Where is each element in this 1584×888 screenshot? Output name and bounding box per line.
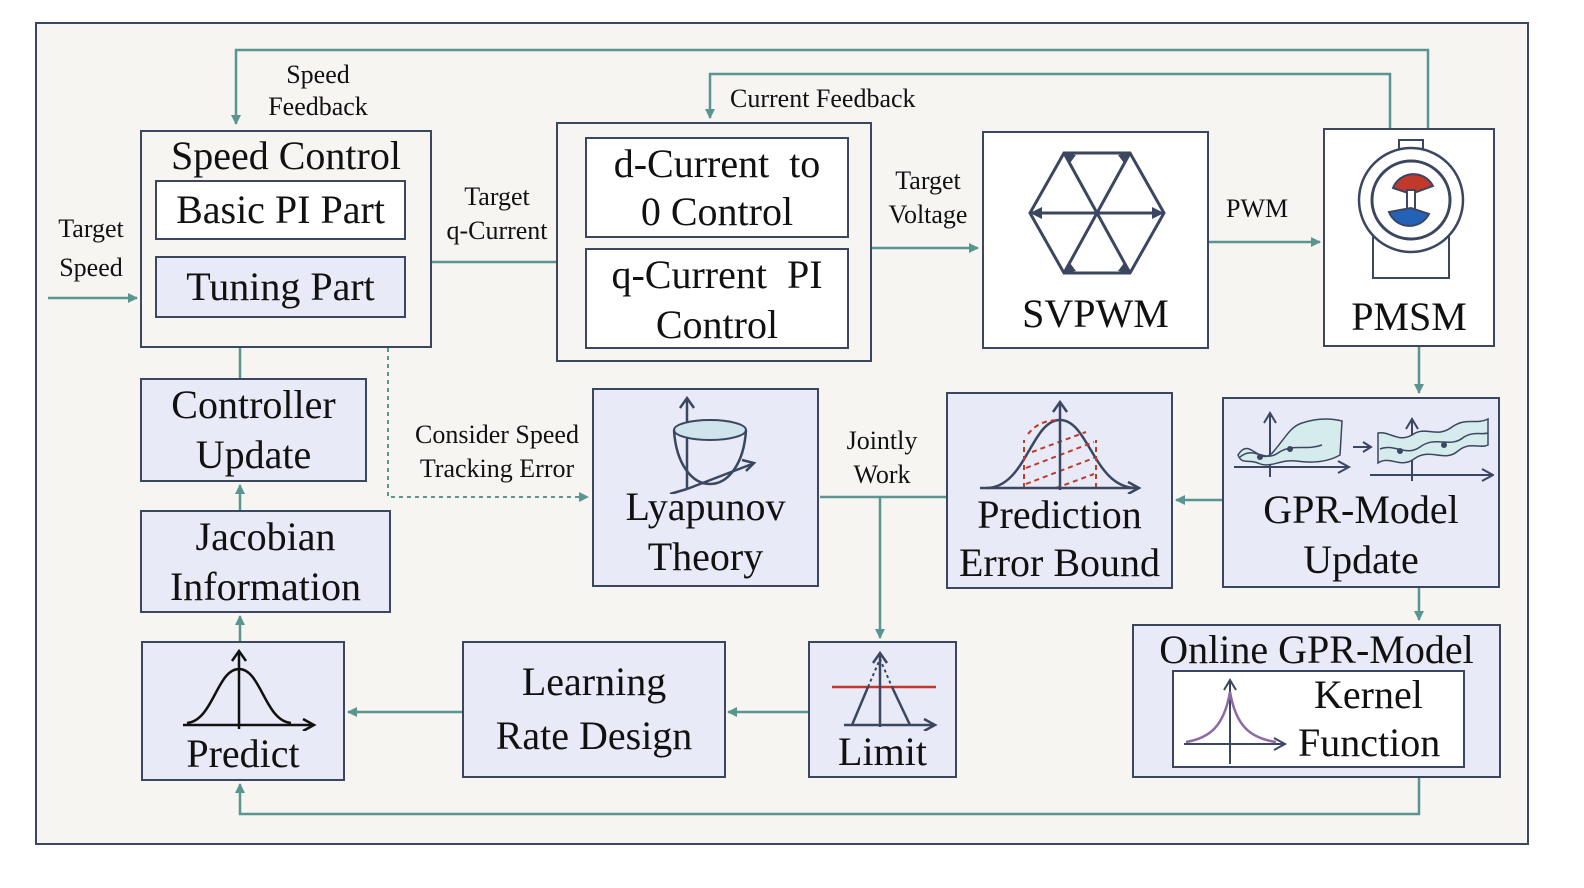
target-speed-label-1: Target [58, 214, 124, 243]
jointly-label-2: Work [853, 460, 911, 489]
pwm-label: PWM [1226, 194, 1289, 223]
pmsm-block: PMSM [1323, 128, 1495, 347]
predict-bell-icon [183, 648, 317, 731]
speed-feedback-label-2: Feedback [268, 92, 368, 121]
predict-block: Predict [141, 641, 345, 781]
gpr-update-block: GPR-Model Update [1222, 397, 1500, 588]
kernel-peak-icon [1184, 678, 1288, 764]
consider-speed-arrow [387, 348, 589, 502]
online-to-predict-arrow [235, 778, 1421, 816]
jacobian-block: Jacobian Information [140, 510, 391, 613]
consider-speed-label-2: Tracking Error [419, 454, 575, 483]
lyapunov-line2: Theory [647, 534, 764, 579]
basic-pi-block: Basic PI Part [155, 180, 406, 240]
prediction-line1: Prediction [977, 492, 1142, 537]
gpr-update-line2: Update [1303, 537, 1419, 582]
kernel-line2: Function [1298, 720, 1441, 765]
lyapunov-block: Lyapunov Theory [592, 388, 819, 587]
bell-curve-icon [980, 399, 1142, 494]
q-current-line2: Control [655, 302, 779, 347]
lyapunov-line1: Lyapunov [625, 484, 786, 529]
jointly-label-1: Jointly [846, 426, 918, 455]
tuning-block: Tuning Part [155, 256, 406, 318]
online-gpr-title: Online GPR-Model [1159, 627, 1474, 672]
q-current-line1: q-Current PI [611, 252, 823, 297]
target-speed-label-2: Speed [59, 253, 123, 282]
learning-line2: Rate Design [495, 713, 693, 758]
controller-update-line1: Controller [171, 382, 336, 427]
prediction-line2: Error Bound [958, 540, 1161, 585]
svpwm-block: SVPWM [982, 131, 1209, 349]
prediction-error-block: Prediction Error Bound [946, 392, 1173, 589]
target-q-label-2: q-Current [446, 216, 548, 245]
gpr-curves-icon [1234, 411, 1494, 482]
limit-triangle-icon [832, 650, 938, 731]
controller-update-line2: Update [195, 432, 312, 477]
speed-feedback-arrow [231, 48, 1430, 130]
tuning-label: Tuning Part [186, 264, 375, 309]
d-current-block: d-Current to 0 Control [585, 137, 849, 238]
speed-feedback-label-1: Speed [286, 60, 350, 89]
jacobian-line1: Jacobian [195, 514, 336, 559]
controller-update-block: Controller Update [140, 378, 367, 482]
d-current-line1: d-Current to [613, 141, 821, 186]
pmsm-label: PMSM [1351, 294, 1467, 339]
svpwm-label: SVPWM [1022, 291, 1169, 336]
speed-control-title: Speed Control [171, 133, 401, 178]
hexagon-icon [1028, 151, 1166, 275]
basic-pi-label: Basic PI Part [176, 187, 385, 232]
q-current-block: q-Current PI Control [585, 248, 849, 349]
jacobian-line2: Information [169, 564, 362, 609]
gpr-update-line1: GPR-Model [1263, 487, 1459, 532]
paraboloid-icon [669, 395, 757, 494]
d-current-line2: 0 Control [640, 189, 794, 234]
learning-line1: Learning [521, 659, 667, 704]
kernel-block: Kernel Function [1172, 670, 1465, 768]
current-feedback-arrow [705, 72, 1392, 130]
current-feedback-label: Current Feedback [730, 84, 916, 113]
learning-rate-block: Learning Rate Design [462, 641, 726, 778]
target-voltage-label-1: Target [895, 166, 961, 195]
limit-block: Limit [808, 641, 957, 778]
predict-label: Predict [186, 731, 300, 776]
consider-speed-label-1: Consider Speed [415, 420, 579, 449]
limit-label: Limit [838, 729, 927, 774]
target-voltage-label-2: Voltage [888, 200, 968, 229]
kernel-line1: Kernel [1314, 672, 1423, 717]
target-q-label-1: Target [464, 182, 530, 211]
motor-icon [1357, 139, 1465, 279]
